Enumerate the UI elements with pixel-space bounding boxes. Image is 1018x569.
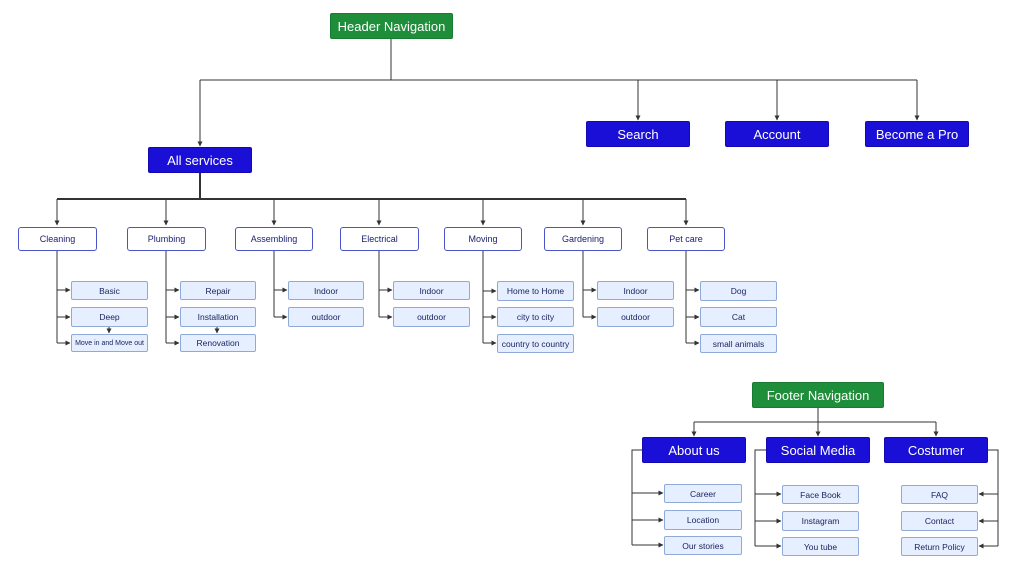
leaf-costumer-contact: Contact xyxy=(901,511,978,531)
social-media-node: Social Media xyxy=(766,437,870,463)
leaf-about-location: Location xyxy=(664,510,742,530)
category-pet-care: Pet care xyxy=(647,227,725,251)
leaf-social-instagram: Instagram xyxy=(782,511,859,531)
category-moving: Moving xyxy=(444,227,522,251)
leaf-costumer-faq: FAQ xyxy=(901,485,978,504)
leaf-gardening-indoor: Indoor xyxy=(597,281,674,300)
leaf-assembling-indoor: Indoor xyxy=(288,281,364,300)
leaf-moving-home: Home to Home xyxy=(497,281,574,301)
leaf-cleaning-basic: Basic xyxy=(71,281,148,300)
leaf-cleaning-deep: Deep xyxy=(71,307,148,327)
leaf-cleaning-move: Move in and Move out xyxy=(71,334,148,352)
leaf-plumbing-installation: Installation xyxy=(180,307,256,327)
leaf-social-youtube: You tube xyxy=(782,537,859,556)
leaf-social-facebook: Face Book xyxy=(782,485,859,504)
category-cleaning: Cleaning xyxy=(18,227,97,251)
leaf-petcare-cat: Cat xyxy=(700,307,777,327)
costumer-node: Costumer xyxy=(884,437,988,463)
about-us-node: About us xyxy=(642,437,746,463)
account-node: Account xyxy=(725,121,829,147)
leaf-electrical-outdoor: outdoor xyxy=(393,307,470,327)
search-node: Search xyxy=(586,121,690,147)
leaf-gardening-outdoor: outdoor xyxy=(597,307,674,327)
header-navigation-node: Header Navigation xyxy=(330,13,453,39)
leaf-moving-country: country to country xyxy=(497,334,574,353)
all-services-node: All services xyxy=(148,147,252,173)
leaf-assembling-outdoor: outdoor xyxy=(288,307,364,327)
leaf-moving-city: city to city xyxy=(497,307,574,327)
category-plumbing: Plumbing xyxy=(127,227,206,251)
leaf-electrical-indoor: Indoor xyxy=(393,281,470,300)
leaf-plumbing-renovation: Renovation xyxy=(180,334,256,352)
category-assembling: Assembling xyxy=(235,227,313,251)
category-electrical: Electrical xyxy=(340,227,419,251)
category-gardening: Gardening xyxy=(544,227,622,251)
leaf-petcare-small-animals: small animals xyxy=(700,334,777,353)
become-a-pro-node: Become a Pro xyxy=(865,121,969,147)
footer-navigation-node: Footer Navigation xyxy=(752,382,884,408)
leaf-about-career: Career xyxy=(664,484,742,503)
leaf-petcare-dog: Dog xyxy=(700,281,777,301)
leaf-plumbing-repair: Repair xyxy=(180,281,256,300)
leaf-about-our-stories: Our stories xyxy=(664,536,742,555)
leaf-costumer-return-policy: Return Policy xyxy=(901,537,978,556)
